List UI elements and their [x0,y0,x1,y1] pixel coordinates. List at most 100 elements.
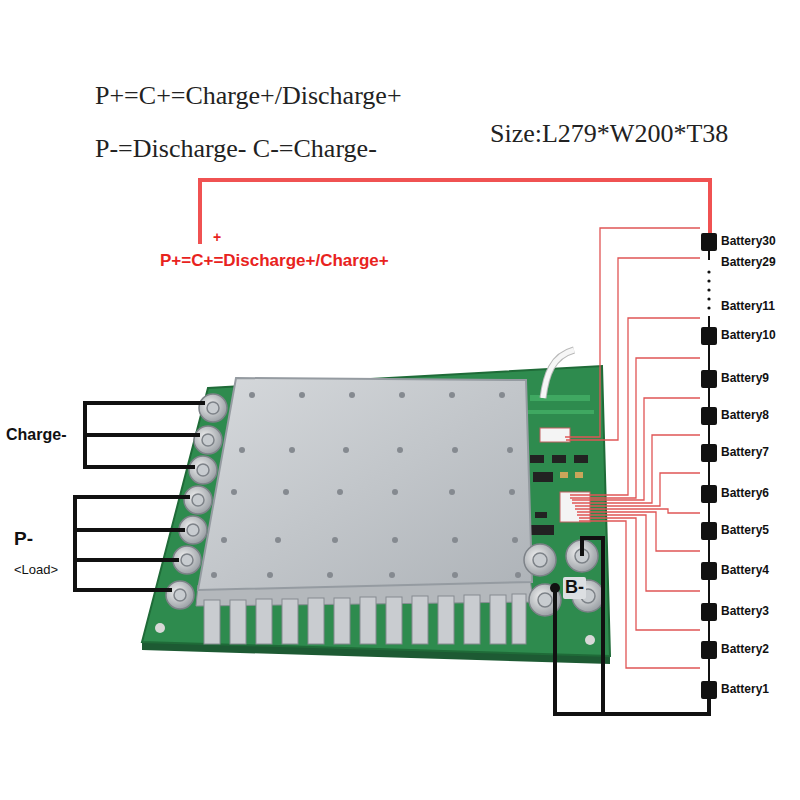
battery-string [707,270,710,273]
left-terminals [202,434,214,446]
plate-screws [332,537,338,543]
definition-note: P+=C+=Charge+/Discharge+ [95,80,402,111]
pcb-components [530,455,544,463]
left-terminals [192,494,204,506]
pcb-components [533,472,553,482]
plate-screws [507,447,513,453]
plate-screws [231,489,237,495]
battery-string [707,297,710,300]
plate-screws [392,537,398,543]
load-wires [75,497,190,590]
plate-screws [449,489,455,495]
plate-screws [299,392,305,398]
battery-label: Battery1 [721,682,769,696]
battery-string [701,681,717,699]
left-terminals [181,554,193,566]
terminal-label: P+=C+=Discharge+/Charge+ [160,251,389,271]
bms-board [585,635,595,645]
load-wires [75,497,190,590]
left-terminals [189,456,217,484]
plate-screws [349,392,355,398]
heatsink-fins [204,600,220,644]
plate-screws [239,447,245,453]
bms-board [543,350,574,398]
charge-minus-wires [85,433,200,437]
left-terminals [187,524,199,536]
plate-screws [449,392,455,398]
balance-wires [579,518,700,630]
pcb-components [575,472,583,478]
load-wires [75,558,179,562]
load-wires [75,528,185,532]
plate-screws [267,572,273,578]
battery-string [707,270,710,309]
left-terminals [166,394,227,609]
b-minus-wires [555,538,709,714]
pcb-components [530,525,554,535]
right-terminals [533,553,547,567]
battery-string [701,641,717,659]
pcb-components [528,410,594,414]
plate-screws [221,537,227,543]
heatsink-fins [256,599,272,644]
pcb-components [560,472,568,478]
heatsink-plate [198,378,532,590]
battery-string [701,603,717,621]
plate-screws [399,392,405,398]
definition-note: P-=Discharge- C-=Charge- [95,133,377,164]
plate-screws [275,537,281,543]
heatsink-fins [308,598,324,644]
battery-label: Battery5 [721,523,769,537]
battery-label: Battery30 [721,234,776,248]
pcb-components [535,512,547,518]
battery-label: Battery29 [721,255,776,269]
plate-screws [392,489,398,495]
plate-screws [397,447,403,453]
plate-screws [512,537,518,543]
battery-label: Battery3 [721,604,769,618]
terminal-label: B- [563,577,586,599]
balance-wires [566,258,700,440]
heatsink-fins [230,600,246,644]
sense-cable [543,350,574,398]
battery-label: Battery11 [721,299,775,313]
plate-screws [452,572,458,578]
battery-string [701,407,717,425]
left-terminals [184,486,212,514]
balance-wires [579,521,700,668]
heatsink-fins [334,598,350,644]
battery-label: Battery8 [721,408,769,422]
heatsink-fins [490,595,506,644]
left-terminals [194,426,222,454]
plate-screws [249,392,255,398]
balance-wires [577,515,700,591]
pcb-components [540,428,570,442]
battery-string [708,251,710,260]
battery-string [701,233,717,700]
charge-minus-wires [85,403,205,467]
plate-screws [289,447,295,453]
charge-minus-wires [85,403,205,467]
balance-wires [572,435,700,503]
battery-string [707,288,710,291]
right-terminals [538,593,552,607]
battery-string [701,444,717,462]
left-terminals [199,394,227,422]
plate-screws [452,537,458,543]
heatsink-fins [512,594,526,644]
battery-string [701,522,717,540]
bms-board [155,623,165,633]
battery-string [707,306,710,309]
dimension-label: Size:L279*W200*T38 [490,118,728,149]
pcb-components [574,455,588,463]
battery-string [701,562,717,580]
battery-string [701,233,717,699]
battery-string [701,233,717,251]
plate-screws [343,447,349,453]
battery-string [701,370,717,388]
terminal-label: Charge- [6,425,66,444]
battery-string [701,327,717,345]
plate-screws [389,572,395,578]
left-terminals [166,581,194,609]
right-terminals [524,540,604,616]
